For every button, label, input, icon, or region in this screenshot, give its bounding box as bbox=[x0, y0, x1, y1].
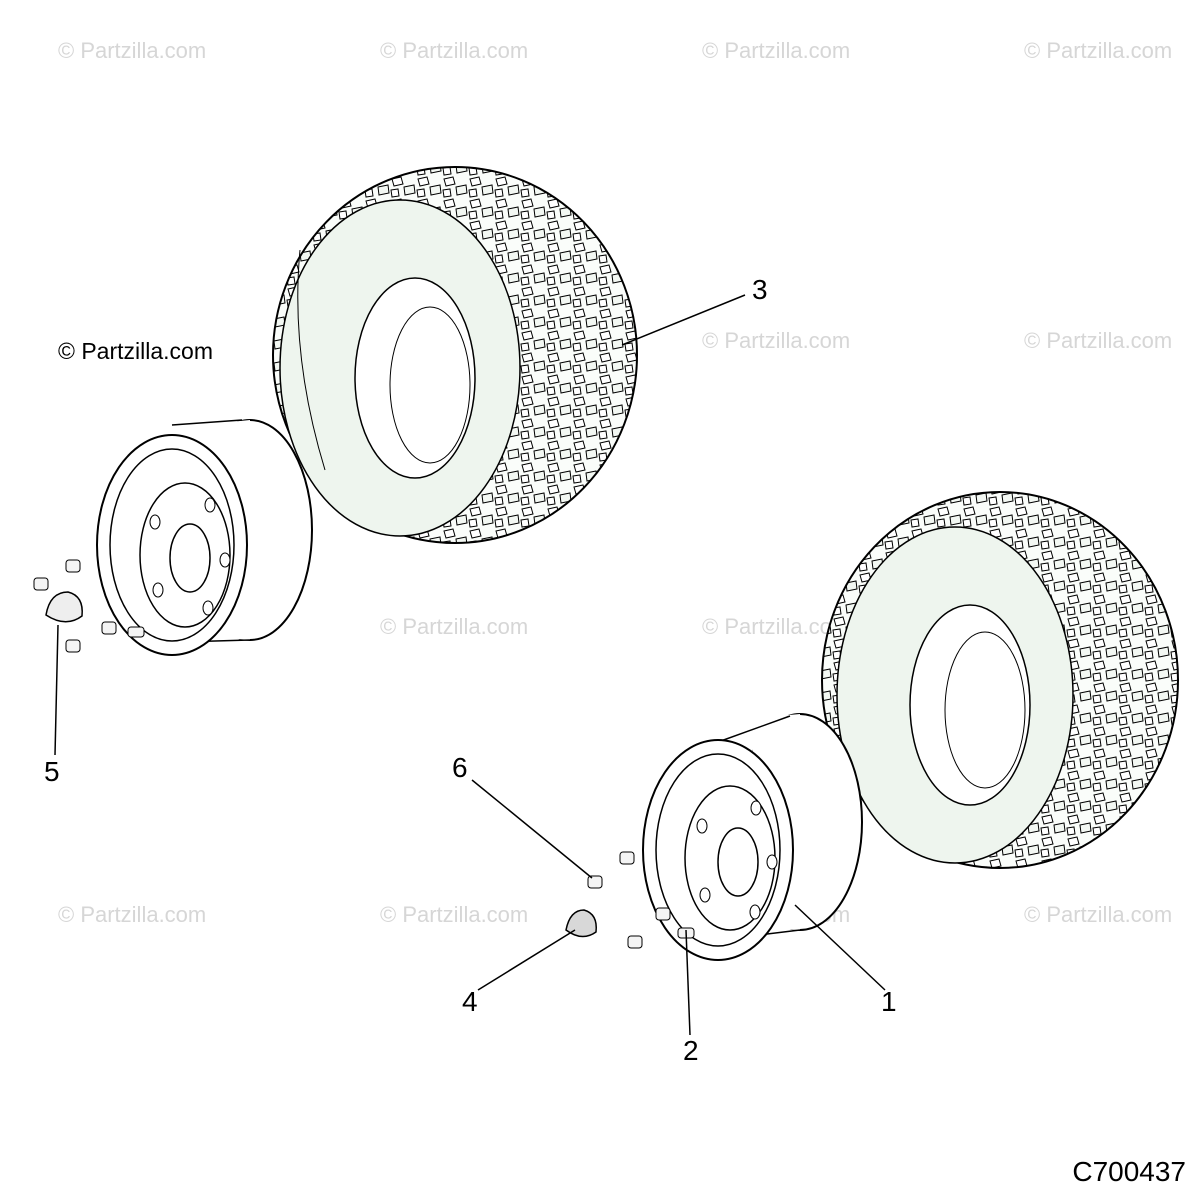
watermark: © Partzilla.com bbox=[380, 902, 529, 927]
callout-5: 5 bbox=[44, 756, 60, 787]
lug-nuts-upper bbox=[33, 559, 145, 653]
callout-6: 6 bbox=[452, 752, 468, 783]
watermark: © Partzilla.com bbox=[1024, 38, 1173, 63]
center-cap-lower bbox=[565, 909, 597, 938]
tire-lower bbox=[821, 491, 1179, 869]
watermark: © Partzilla.com bbox=[1024, 902, 1173, 927]
callout-1: 1 bbox=[881, 986, 897, 1017]
watermark: © Partzilla.com bbox=[702, 38, 851, 63]
watermark: © Partzilla.com bbox=[380, 614, 529, 639]
watermark: © Partzilla.com bbox=[702, 328, 851, 353]
callout-4: 4 bbox=[462, 986, 478, 1017]
tire-upper bbox=[272, 166, 638, 544]
watermark: © Partzilla.com bbox=[1024, 328, 1173, 353]
wheel-upper bbox=[96, 419, 313, 656]
center-cap-upper bbox=[45, 591, 83, 623]
watermark: © Partzilla.com bbox=[58, 902, 207, 927]
leader-lines bbox=[54, 294, 886, 1036]
callout-3: 3 bbox=[752, 274, 768, 305]
watermark: © Partzilla.com bbox=[380, 38, 529, 63]
wheel-lower bbox=[642, 713, 863, 961]
drawing-code: C700437 bbox=[1072, 1156, 1186, 1187]
watermark: © Partzilla.com bbox=[58, 38, 207, 63]
copyright-notice: © Partzilla.com bbox=[58, 338, 213, 364]
callout-2: 2 bbox=[683, 1035, 699, 1066]
watermark: © Partzilla.com bbox=[702, 614, 851, 639]
